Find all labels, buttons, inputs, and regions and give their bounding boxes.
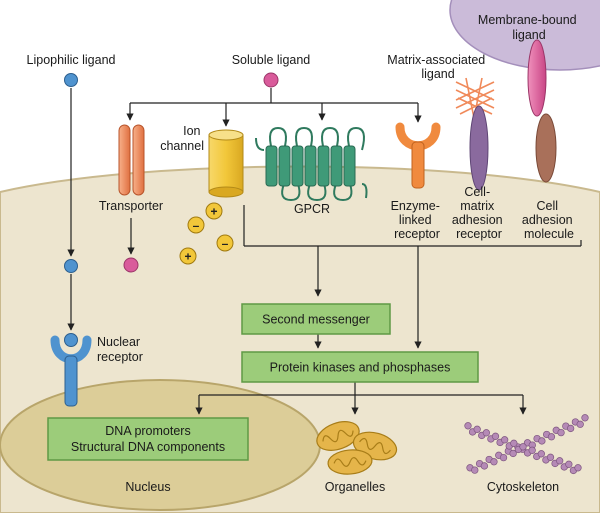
cytoskeleton-bead (519, 443, 527, 451)
cytoskeleton-bead (576, 420, 584, 428)
transported-ligand-dot (123, 257, 139, 273)
protein-kinases-box (241, 351, 479, 383)
dna-box (47, 417, 249, 461)
ion-minus-2: – (216, 234, 234, 252)
cytoskeleton-bead (499, 453, 508, 462)
enzyme-linked-receptor-label: Enzyme- linked receptor (391, 199, 444, 241)
cytoskeleton-bead (509, 449, 517, 458)
enzyme-linked-receptor-icon (395, 122, 441, 189)
matrix-associated-ligand-label: Matrix-associated ligand (387, 53, 488, 81)
gpcr-icon (255, 126, 368, 202)
mitochondria-icon (316, 421, 398, 475)
cytoskeleton-bead (565, 460, 573, 468)
dna-structural-label: Structural DNA components (71, 440, 225, 454)
nuclear-receptor-icon (50, 333, 92, 407)
cytoskeleton-bead (471, 466, 479, 474)
nucleus-label: Nucleus (125, 480, 170, 494)
dna-promoters-label: DNA promoters (105, 424, 190, 438)
membrane-bound-ligand-label: Membrane-bound ligand (478, 13, 580, 42)
second-messenger-box (241, 303, 391, 335)
cell-adhesion-molecule-label: Cell adhesion molecule (522, 199, 576, 241)
cytoskeleton-bead (490, 458, 498, 466)
svg-text:–: – (222, 237, 229, 251)
cell-matrix-adhesion-receptor-label: Cell- matrix adhesion receptor (452, 185, 506, 241)
cytoskeleton-bead (574, 464, 582, 472)
lipophilic-ligand-dot (64, 73, 78, 87)
cytoskeleton-bead (464, 422, 472, 430)
organelles-label: Organelles (325, 480, 385, 494)
transporter-icon (118, 124, 145, 196)
cytoskeleton-label: Cytoskeleton (487, 480, 559, 494)
cytoskeleton-bead (538, 437, 546, 445)
nuclear-receptor-label: Nuclear receptor (97, 335, 144, 364)
cytoskeleton-bead (491, 432, 500, 440)
cytoskeleton-bead (537, 450, 545, 458)
ion-plus-1: + (205, 202, 223, 220)
soluble-ligand-dot (263, 72, 279, 88)
cytoskeleton-icon (464, 414, 589, 475)
cytoskeleton-bead (581, 414, 589, 422)
cell-adhesion-molecule-icon (535, 113, 557, 183)
ion-minus-1: – (187, 216, 205, 234)
svg-text:+: + (210, 205, 217, 219)
cytoskeleton-bead (528, 446, 536, 454)
cytoskeleton-bead (510, 439, 518, 447)
svg-text:–: – (193, 219, 200, 233)
membrane-bound-ligand-icon (527, 39, 547, 117)
cell-matrix-adhesion-receptor-icon (469, 105, 489, 191)
cytoskeleton-bead (480, 462, 489, 470)
protein-kinases-label: Protein kinases and phosphases (270, 361, 451, 375)
lipophilic-ligand-label: Lipophilic ligand (27, 53, 116, 67)
ion-channel-label: Ion channel (160, 124, 204, 153)
second-messenger-label: Second messenger (262, 313, 370, 327)
lipophilic-ligand-internal-dot (64, 259, 78, 273)
cytoskeleton-bead (556, 457, 564, 465)
neighbor-cell (449, 0, 600, 71)
cytoskeleton-bead (566, 424, 575, 433)
gpcr-label: GPCR (294, 202, 330, 216)
cytoskeleton-bead (557, 428, 565, 437)
cytoskeleton-bead (473, 425, 481, 433)
soluble-ligand-label: Soluble ligand (232, 53, 311, 67)
ion-plus-2: + (179, 247, 197, 265)
matrix-ligand-mesh-icon (455, 77, 495, 119)
cytoskeleton-bead (482, 429, 490, 437)
transporter-label: Transporter (99, 199, 163, 213)
cytoskeleton-bead (501, 436, 509, 444)
ion-channel-icon (208, 129, 244, 198)
cytoskeleton-bead (546, 453, 555, 461)
cytoskeleton-bead (547, 433, 556, 441)
svg-text:+: + (184, 250, 191, 264)
